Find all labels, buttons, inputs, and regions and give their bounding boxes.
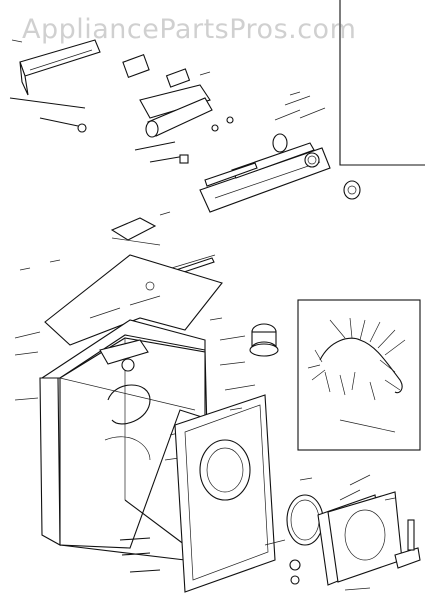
cabinet-assembly <box>14 254 279 573</box>
watermark-text: AppliancePartsPros.com <box>22 14 357 45</box>
inset-frame-top-right <box>339 0 425 166</box>
control-panel-assembly <box>9 39 361 213</box>
front-panel-assembly <box>174 394 421 593</box>
wiring-harness-inset <box>297 299 421 451</box>
callout-marks <box>11 39 396 501</box>
